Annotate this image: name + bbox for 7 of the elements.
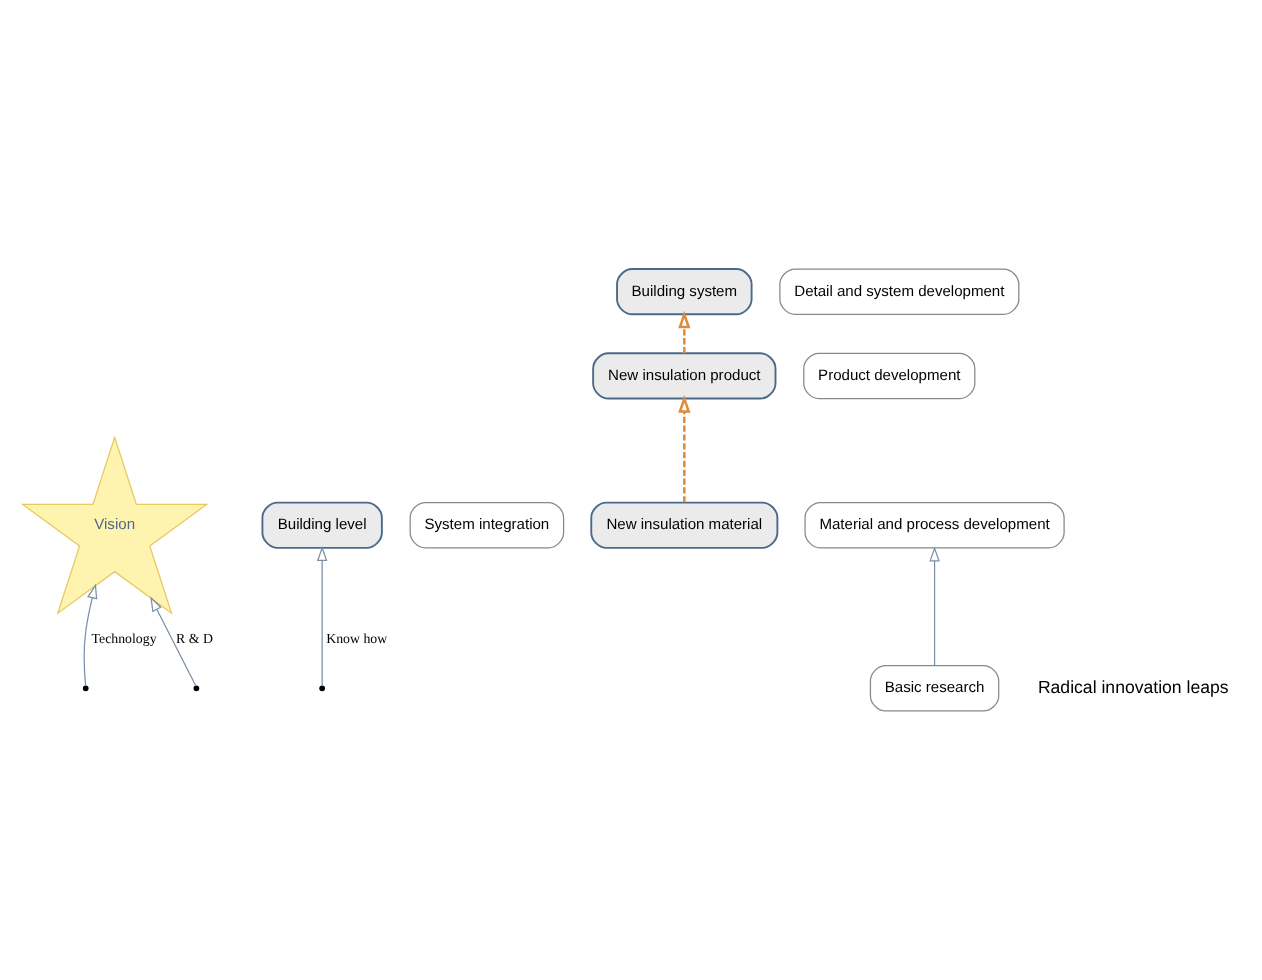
label: Radical innovation leaps	[1037, 676, 1229, 697]
arrow	[150, 596, 197, 687]
arrow	[678, 395, 691, 503]
arrow	[678, 310, 691, 354]
arrow	[316, 545, 328, 687]
arrow	[929, 546, 940, 667]
arrow	[83, 583, 98, 687]
